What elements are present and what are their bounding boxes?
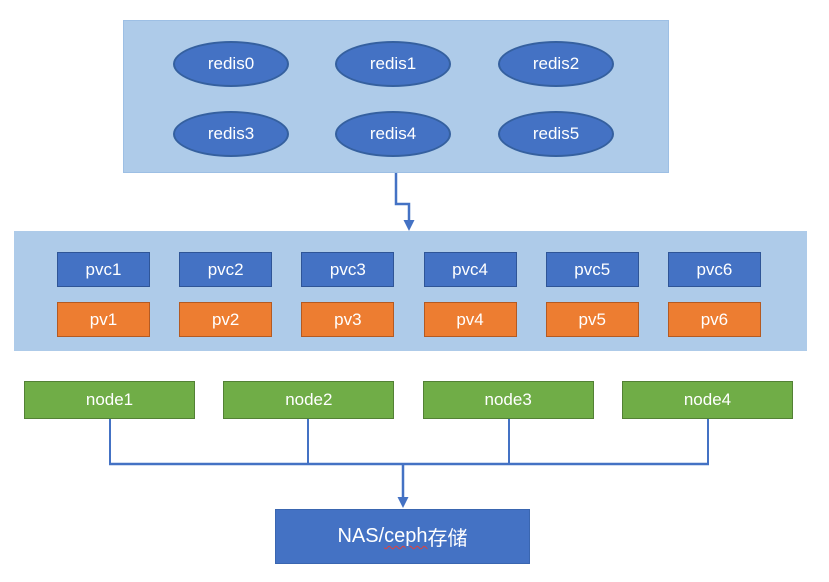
pvc-shape: pvc2 (179, 252, 273, 287)
storage-label-ceph: ceph (384, 525, 428, 547)
node-shape: node2 (223, 381, 395, 419)
redis-node-shape: redis4 (335, 111, 451, 157)
pvc-shape: pvc1 (57, 252, 150, 287)
storage-label-suffix: 存储 (427, 528, 468, 550)
redis-node-shape: redis1 (335, 41, 451, 87)
pvc-shape: pvc6 (667, 252, 761, 287)
pv-shape: pv3 (301, 302, 395, 337)
pv-shape: pv1 (57, 302, 150, 337)
pv-shape: pv2 (179, 302, 273, 337)
node-shape: node1 (24, 381, 195, 419)
redis-node-shape: redis2 (498, 41, 614, 87)
redis-to-band-arrowhead (403, 220, 415, 231)
bus-to-storage-arrowhead (397, 497, 409, 508)
pvc-shape: pvc3 (301, 252, 395, 287)
node-shape: node3 (422, 381, 594, 419)
pv-shape: pv4 (423, 302, 517, 337)
redis-node-shape: redis0 (173, 41, 289, 87)
storage-label-prefix: NAS/ (337, 525, 385, 547)
pvc-shape: pvc5 (545, 252, 639, 287)
redis-node-shape: redis5 (498, 111, 614, 157)
pvc-row: pvc1 pvc2 pvc3 pvc4 pvc5 pvc6 (57, 252, 761, 287)
pv-shape: pv5 (545, 302, 639, 337)
volume-band-container: pvc1 pvc2 pvc3 pvc4 pvc5 pvc6 pv1 pv2 pv… (14, 231, 807, 351)
pv-shape: pv6 (667, 302, 761, 337)
redis-to-band-connector (394, 173, 411, 221)
redis-node-shape: redis3 (173, 111, 289, 157)
node-row: node1 node2 node3 node4 (24, 381, 793, 419)
pvc-shape: pvc4 (423, 252, 517, 287)
pv-row: pv1 pv2 pv3 pv4 pv5 pv6 (57, 302, 761, 337)
node-shape: node4 (621, 381, 793, 419)
